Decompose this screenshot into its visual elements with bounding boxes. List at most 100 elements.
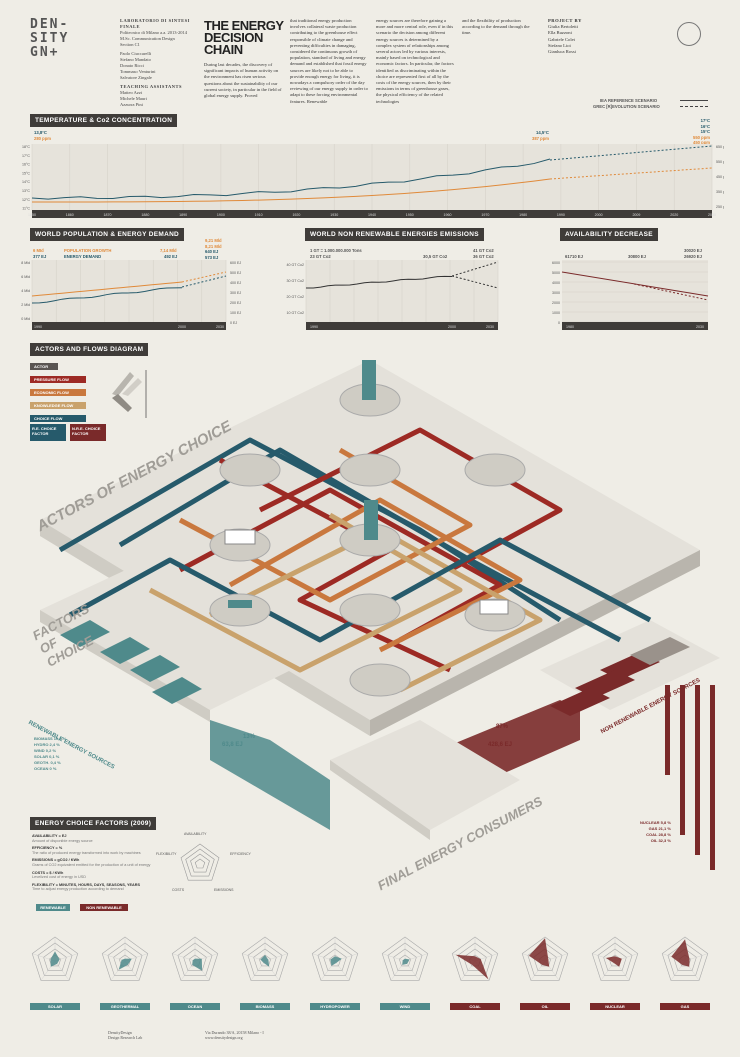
x-tick: 1970: [481, 213, 489, 217]
end-value: 26920 EJ: [684, 253, 702, 259]
end-value: 450 ppm: [693, 140, 710, 145]
tower-building-icon: [362, 360, 376, 400]
radar-chart: [311, 936, 359, 981]
radar-biomass: BIOMASS: [232, 925, 298, 1015]
factor-tile: [630, 637, 690, 665]
key-axis-label: FLEXIBILITY: [156, 852, 177, 856]
assistant-name: Michele Mauri: [120, 96, 147, 101]
radar-spoke: [404, 960, 420, 981]
radar-shape: [529, 938, 550, 967]
radar-spoke: [172, 953, 196, 962]
radar-ring: [398, 954, 412, 967]
consumers-platform-side: [330, 760, 430, 840]
radar-spoke: [250, 960, 266, 981]
ren-source-item: SOLAR 0,1 %: [34, 754, 60, 759]
nre-choice-factor-chip: N.R.E. CHOICE FACTOR: [70, 424, 106, 441]
logo-line-2: SITY: [30, 31, 70, 46]
end-value: 16°C: [700, 123, 710, 129]
credit-line: M.Sc. Communication Design: [120, 36, 175, 41]
def-desc: Time to adjust energy production accordi…: [32, 887, 124, 892]
emis-grid: [305, 260, 499, 322]
y-tick-left: 17°C: [22, 154, 30, 158]
radar-ring: [31, 936, 79, 981]
radar-chart: [381, 936, 429, 981]
radar-ring: [603, 948, 627, 972]
factor-tile: [100, 637, 150, 664]
key-axis-label: COSTS: [172, 888, 185, 892]
x-tick: 1920: [292, 213, 300, 217]
y-tick-left: 2 Mld: [21, 303, 30, 307]
ren-source-item: BIOMASS 10,2 %: [34, 736, 67, 741]
footer-left: DensityDesign Design Research Lab: [108, 1030, 142, 1040]
re-choice-factor-chip: R.E. CHOICE FACTOR: [30, 424, 66, 441]
university-seal-icon: [677, 22, 701, 46]
radar-ring: [591, 936, 639, 981]
emissions-line: [305, 275, 453, 289]
end-value: 9,21 Mld: [205, 238, 222, 243]
radar-spoke: [334, 960, 350, 981]
actors-flow-diagram: [40, 360, 720, 870]
ren-source-item: WIND 0,2 %: [34, 748, 57, 753]
radar-chart: [591, 936, 639, 981]
radar-shape: [118, 958, 132, 970]
emissions-mid: 30,5 GT Co2: [423, 254, 448, 259]
avail-mid: 30800 EJ: [628, 254, 646, 259]
footer-line: Design Research Lab: [108, 1035, 143, 1040]
factors-section-title: ENERGY CHOICE FACTORS (2009): [30, 817, 157, 830]
radar-ring: [37, 942, 73, 976]
y-tick-left: 15°C: [22, 171, 30, 175]
x-tick: 1870: [104, 213, 112, 217]
radar-ring: [247, 942, 283, 976]
nonrenewable-source-list: NUCLEAR 5,8 % GAS 21,1 % COAL 28,8 % OIL…: [640, 820, 671, 844]
end-value: 640 EJ: [205, 249, 219, 254]
radar-label: OIL: [520, 1003, 570, 1010]
x-tick: 1860: [66, 213, 74, 217]
author-name: Ella Buzzoni: [548, 30, 572, 36]
nonrenewable-ej: 428,6 EJ: [488, 742, 513, 748]
densitydesign-logo: DEN- SITY GN+: [30, 18, 69, 60]
def-term: EMISSIONS = gCO2 / KWh: [32, 858, 80, 863]
actor-nodes: [209, 360, 526, 697]
factor-definitions: AVAILABILITY = EJ Amount of disponible e…: [32, 834, 152, 892]
x-tick: 1990: [557, 213, 565, 217]
coal-bar: [695, 685, 700, 855]
credit-line: Section C1: [120, 42, 140, 47]
x-tick: 2000: [448, 325, 456, 329]
y-tick-left: 40 GT Co2: [286, 263, 304, 267]
scenario-ref-label: IEA REFERENCE SCENARIO: [600, 98, 658, 103]
emissions-section-title: WORLD NON RENEWABLE ENERGIES EMISSIONS: [305, 228, 484, 241]
teacher-name: Salvatore Zingale: [120, 75, 152, 80]
y-tick-left: 5000: [552, 271, 560, 275]
pop-section-title: WORLD POPULATION & ENERGY DEMAND: [30, 228, 185, 241]
radar-ring: [317, 942, 353, 976]
project-by-title: PROJECT BY: [548, 18, 582, 23]
x-tick: 1850: [28, 213, 36, 217]
avail-start: 61710 EJ: [565, 254, 583, 259]
ppm-mid-value: 387 ppm: [532, 136, 549, 141]
x-tick: 1990: [34, 325, 42, 329]
key-axis-label: EFFICIENCY: [230, 852, 251, 856]
footer-right: Via Durando 38/A, 20158 Milano - I www.d…: [205, 1030, 264, 1040]
def-desc: The ratio of produced energy transformed…: [32, 850, 141, 855]
y-tick-right: 600 EJ: [230, 261, 241, 265]
avail-end-values: 30020 EJ 26920 EJ: [684, 248, 702, 259]
temp-start-value: 13,8°C: [34, 130, 47, 135]
title-line: DECISION: [204, 30, 263, 45]
key-axis-label: EMISSIONS: [214, 888, 234, 892]
flow-legend: ACTOR PRESSURE FLOW ECONOMIC FLOW KNOWLE…: [30, 363, 86, 428]
radar-ring: [48, 954, 62, 967]
author-name: Gabriele Colet: [548, 36, 575, 42]
author-name: Stefano Lioi: [548, 42, 571, 48]
y-tick-left: 18°C: [22, 145, 30, 149]
lab-title: LABORATORIO DI SINTESI FINALE: [120, 18, 190, 29]
y-tick-right: 100 EJ: [230, 311, 241, 315]
radar-shape: [260, 955, 270, 967]
economic-flow: [228, 497, 523, 653]
emissions-start: 23 GT Co2: [310, 254, 331, 259]
y-tick-left: 6 Mld: [21, 275, 30, 279]
radar-label: GEOTHERMAL: [100, 1003, 150, 1010]
